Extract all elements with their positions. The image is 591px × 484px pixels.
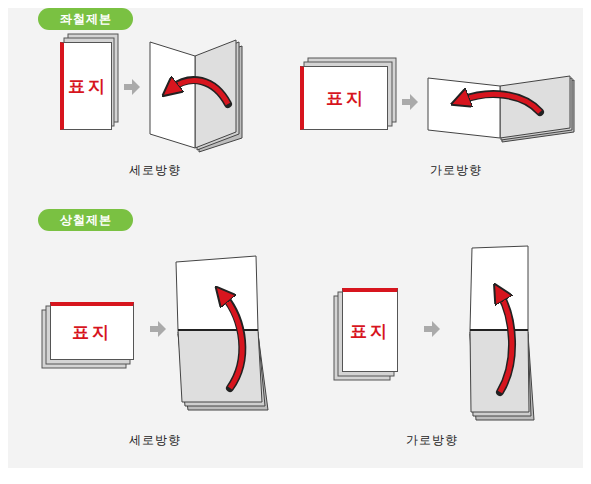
divider <box>8 196 583 197</box>
section-pill: 좌철제본 <box>38 8 133 30</box>
open-book <box>150 40 242 152</box>
orientation-caption: 가로방향 <box>406 432 458 449</box>
node-text: 표지 <box>68 75 108 98</box>
cover-page: 표지 <box>60 42 112 130</box>
open-book <box>176 256 268 410</box>
section-pill: 상철제본 <box>38 209 133 231</box>
node-text: 표지 <box>350 320 390 343</box>
node-text: 표지 <box>72 321 112 344</box>
cover-page: 표지 <box>300 66 388 130</box>
orientation-caption: 세로방향 <box>129 162 181 179</box>
node-text: 표지 <box>326 87 366 110</box>
open-book <box>428 76 574 142</box>
panel-ground <box>8 8 583 468</box>
cover-page: 표지 <box>50 302 134 360</box>
orientation-caption: 세로방향 <box>129 432 181 449</box>
cover-page: 표지 <box>342 288 398 372</box>
open-book <box>470 246 534 420</box>
orientation-caption: 가로방향 <box>430 162 482 179</box>
node-text: 상철제본 <box>60 212 112 229</box>
node-text: 좌철제본 <box>60 11 112 28</box>
